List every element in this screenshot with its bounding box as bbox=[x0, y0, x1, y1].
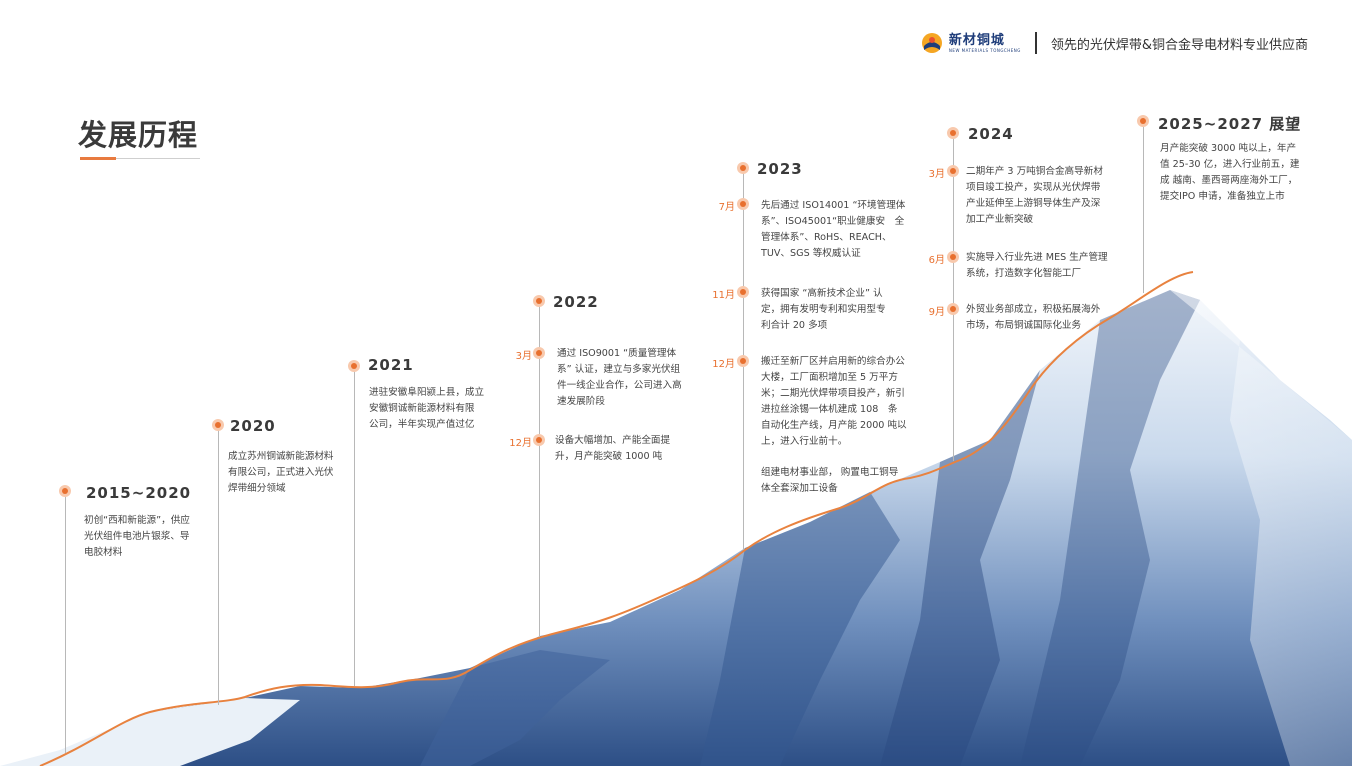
milestone-year: 2025~2027 展望 bbox=[1158, 115, 1302, 133]
logo-name: 新材铜城 bbox=[948, 32, 1005, 48]
event-month: 12月 bbox=[509, 438, 532, 449]
timeline-dot bbox=[737, 355, 749, 367]
milestone-text: 月产能突破 3000 吨以上，年产值 25-30 亿，进入行业前五，建成 越南、… bbox=[1160, 143, 1300, 202]
event-text: 获得国家 “高新技术企业” 认 定，拥有发明专利和实用型专 利合计 20 多项 bbox=[761, 288, 896, 331]
event-month: 6月 bbox=[928, 255, 945, 266]
timeline-dot bbox=[947, 165, 959, 177]
milestone-year: 2021 bbox=[368, 356, 414, 374]
milestone-text: 初创“西和新能源”，供应光伏组件电池片银浆、导电胶材料 bbox=[84, 515, 190, 558]
page-title: 发展历程 bbox=[78, 118, 199, 152]
milestone-year: 2022 bbox=[553, 293, 599, 311]
company-slogan: 领先的光伏焊带&铜合金导电材料专业供应商 bbox=[1050, 37, 1308, 53]
event-month: 7月 bbox=[718, 202, 735, 213]
milestone-year: 2015~2020 bbox=[86, 484, 192, 502]
event-text: 通过 ISO9001 “质量管理体 系” 认证，建立与多家光伏组 件一线企业合作… bbox=[557, 348, 682, 407]
timeline-dot bbox=[947, 127, 959, 139]
event-text: 搬迁至新厂区并启用新的综合办公大楼，工厂面积增加至 5 万平方米；二期光伏焊带项… bbox=[761, 356, 907, 447]
timeline-dot bbox=[947, 251, 959, 263]
company-logo: 新材铜城 NEW MATERIALS TONGCHENG bbox=[921, 32, 1021, 54]
event-month: 12月 bbox=[712, 359, 735, 370]
event-month: 3月 bbox=[515, 351, 532, 362]
timeline-stem bbox=[1143, 121, 1144, 293]
timeline-dot bbox=[533, 295, 545, 307]
timeline-dot bbox=[212, 419, 224, 431]
event-text: 先后通过 ISO14001 “环境管理体系”、ISO45001“职业健康安 全管… bbox=[761, 200, 906, 259]
timeline-stem bbox=[354, 366, 355, 686]
event-month: 3月 bbox=[928, 169, 945, 180]
timeline-stem bbox=[65, 491, 66, 753]
event-text: 二期年产 3 万吨铜合金高导新材项目竣工投产，实现从光伏焊带产业延伸至上游铜导体… bbox=[966, 166, 1103, 225]
timeline-dot bbox=[1137, 115, 1149, 127]
title-underline bbox=[80, 158, 200, 159]
event-text: 设备大幅增加、产能全面提升，月产能突破 1000 吨 bbox=[555, 435, 671, 462]
milestone-year: 2023 bbox=[757, 160, 803, 178]
milestone-year: 2020 bbox=[230, 417, 276, 435]
logo-subtitle: NEW MATERIALS TONGCHENG bbox=[948, 47, 1021, 53]
title-accent-bar bbox=[80, 157, 116, 160]
sun-logo-icon bbox=[921, 33, 942, 53]
milestone-year: 2024 bbox=[968, 125, 1014, 143]
timeline-dot bbox=[533, 434, 545, 446]
timeline-dot bbox=[533, 347, 545, 359]
timeline-dot bbox=[737, 198, 749, 210]
timeline-dot bbox=[737, 162, 749, 174]
header-divider bbox=[1034, 32, 1037, 54]
timeline-dot bbox=[947, 303, 959, 315]
event-month: 9月 bbox=[928, 307, 945, 318]
timeline-stem bbox=[953, 133, 954, 461]
event-text: 外贸业务部成立，积极拓展海外 市场，布局铜诚国际化业务 bbox=[966, 304, 1101, 331]
timeline-stem bbox=[218, 425, 219, 705]
timeline-stem bbox=[539, 301, 540, 637]
header: 新材铜城 NEW MATERIALS TONGCHENG 领先的光伏焊带&铜合金… bbox=[921, 32, 1308, 54]
milestone-text: 成立苏州铜诚新能源材料有限公司，正式进入光伏焊带细分领域 bbox=[228, 451, 334, 494]
event-month: 11月 bbox=[712, 290, 735, 301]
timeline-dot bbox=[59, 485, 71, 497]
milestone-text: 进驻安徽阜阳颍上县，成立 安徽铜诚新能源材料有限 公司，半年实现产值过亿 bbox=[369, 387, 485, 430]
timeline-dot bbox=[737, 286, 749, 298]
timeline-dot bbox=[348, 360, 360, 372]
event-text: 实施导入行业先进 MES 生产管理系统，打造数字化智能工厂 bbox=[966, 252, 1108, 279]
event-text: 组建电材事业部， 购置电工铜导体全套深加工设备 bbox=[761, 467, 899, 494]
